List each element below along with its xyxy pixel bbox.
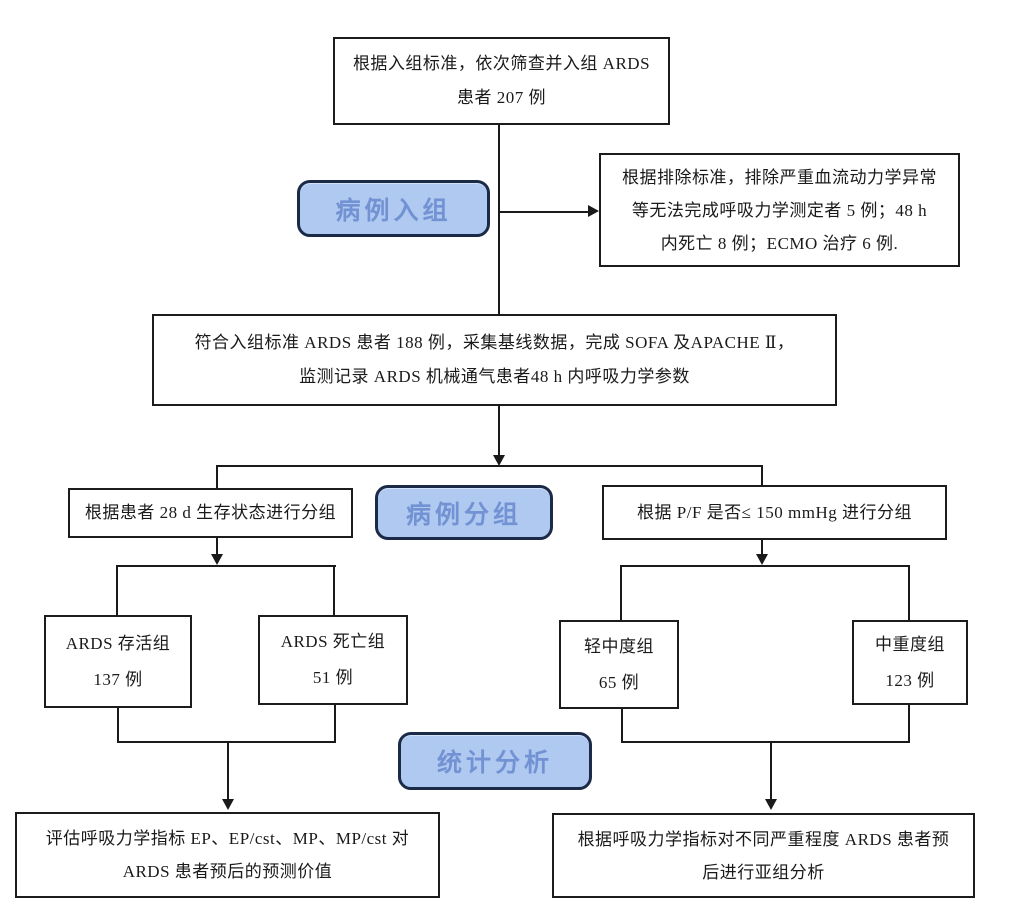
- connector-severity-merge-left: [621, 709, 623, 743]
- connector-pf-split-bar: [620, 565, 910, 567]
- connector-subgroup-stem: [770, 741, 772, 799]
- arrowhead-down-prediction-icon: [222, 799, 234, 810]
- flow-box-moderate-severe-group: 中重度组 123 例: [852, 620, 968, 705]
- stage-label-analysis-text: 统计分析: [436, 750, 553, 777]
- flow-box-moderate-severe-group-line2: 123 例: [885, 670, 935, 690]
- flow-box-pf-grouping-line1: 根据 P/F 是否≤ 150 mmHg 进行分组: [637, 502, 912, 522]
- flow-box-screened-line1: 根据入组标准，依次筛查并入组 ARDS: [352, 54, 651, 73]
- stage-label-enrollment-text: 病例入组: [335, 197, 452, 225]
- flow-box-mild-moderate-group: 轻中度组 65 例: [559, 620, 679, 709]
- flow-box-excluded-line3: 内死亡 8 例；ECMO 治疗 6 例.: [660, 233, 899, 253]
- flow-box-screened: 根据入组标准，依次筛查并入组 ARDS 患者 207 例: [333, 37, 670, 125]
- connector-junction-right-drop: [761, 465, 763, 486]
- connector-screened-baseline: [498, 125, 500, 315]
- flow-box-pf-grouping: 根据 P/F 是否≤ 150 mmHg 进行分组: [602, 485, 947, 540]
- connector-baseline-junction: [498, 406, 500, 455]
- stage-label-grouping-text: 病例分组: [405, 501, 522, 529]
- stage-label-analysis: 统计分析: [398, 732, 592, 790]
- arrowhead-down-junction-icon: [493, 455, 505, 466]
- flow-box-death-group-line2: 51 例: [312, 668, 354, 687]
- arrowhead-down-pf-split-icon: [756, 554, 768, 565]
- flow-box-excluded-line2: 等无法完成呼吸力学测定者 5 例；48 h: [631, 200, 928, 220]
- connector-death-drop: [333, 565, 335, 616]
- connector-survivor-merge-left: [117, 708, 119, 743]
- flow-box-survivor-group-line2: 137 例: [93, 669, 143, 689]
- connector-severity-merge-bar: [621, 741, 910, 743]
- connector-survival-split-stem: [216, 538, 218, 554]
- flow-box-baseline: 符合入组标准 ARDS 患者 188 例，采集基线数据，完成 SOFA 及APA…: [152, 314, 837, 406]
- connector-pf-split-stem: [761, 540, 763, 554]
- stage-label-grouping: 病例分组: [375, 485, 553, 540]
- flow-box-subgroup-analysis-line2: 后进行亚组分析: [702, 862, 825, 882]
- flow-box-survivor-group-line1: ARDS 存活组: [65, 633, 171, 653]
- flow-box-excluded-line1: 根据排除标准，排除严重血流动力学异常: [622, 167, 937, 187]
- flow-box-survival-grouping: 根据患者 28 d 生存状态进行分组: [68, 488, 353, 538]
- flow-box-survival-grouping-line1: 根据患者 28 d 生存状态进行分组: [84, 503, 337, 522]
- connector-moderate-severe-drop: [908, 565, 910, 621]
- flow-box-moderate-severe-group-line1: 中重度组: [875, 634, 945, 654]
- connector-mild-moderate-drop: [620, 565, 622, 621]
- connector-survivor-merge-bar: [117, 741, 336, 743]
- flow-box-death-group: ARDS 死亡组 51 例: [258, 615, 408, 705]
- connector-survivor-drop: [116, 565, 118, 616]
- arrowhead-down-survival-split-icon: [211, 554, 223, 565]
- arrowhead-right-excluded-icon: [588, 205, 599, 217]
- flow-box-survivor-group: ARDS 存活组 137 例: [44, 615, 192, 708]
- connector-survivor-merge-right: [334, 705, 336, 743]
- flow-box-subgroup-analysis: 根据呼吸力学指标对不同严重程度 ARDS 患者预 后进行亚组分析: [552, 813, 975, 898]
- connector-prediction-stem: [227, 741, 229, 799]
- connector-severity-merge-right: [908, 705, 910, 743]
- stage-label-enrollment: 病例入组: [297, 180, 490, 237]
- flow-box-prediction-outcome-line1: 评估呼吸力学指标 EP、EP/cst、MP、MP/cst 对: [45, 829, 410, 848]
- arrowhead-down-subgroup-icon: [765, 799, 777, 810]
- connector-junction-left-drop: [216, 465, 218, 489]
- flow-box-baseline-line1: 符合入组标准 ARDS 患者 188 例，采集基线数据，完成 SOFA 及APA…: [194, 333, 795, 352]
- flow-box-mild-moderate-group-line2: 65 例: [598, 672, 640, 692]
- flow-box-prediction-outcome-line2: ARDS 患者预后的预测价值: [122, 862, 333, 881]
- flow-box-excluded: 根据排除标准，排除严重血流动力学异常 等无法完成呼吸力学测定者 5 例；48 h…: [599, 153, 960, 267]
- connector-to-excluded: [499, 211, 588, 213]
- flow-box-screened-line2: 患者 207 例: [457, 88, 546, 107]
- connector-junction-bar: [216, 465, 763, 467]
- connector-survival-split-bar: [116, 565, 336, 567]
- flow-box-prediction-outcome: 评估呼吸力学指标 EP、EP/cst、MP、MP/cst 对 ARDS 患者预后…: [15, 812, 440, 898]
- flow-box-death-group-line1: ARDS 死亡组: [280, 632, 386, 651]
- flow-box-mild-moderate-group-line1: 轻中度组: [584, 636, 654, 656]
- flow-box-baseline-line2: 监测记录 ARDS 机械通气患者48 h 内呼吸力学参数: [299, 367, 690, 386]
- flow-box-subgroup-analysis-line1: 根据呼吸力学指标对不同严重程度 ARDS 患者预: [577, 829, 950, 849]
